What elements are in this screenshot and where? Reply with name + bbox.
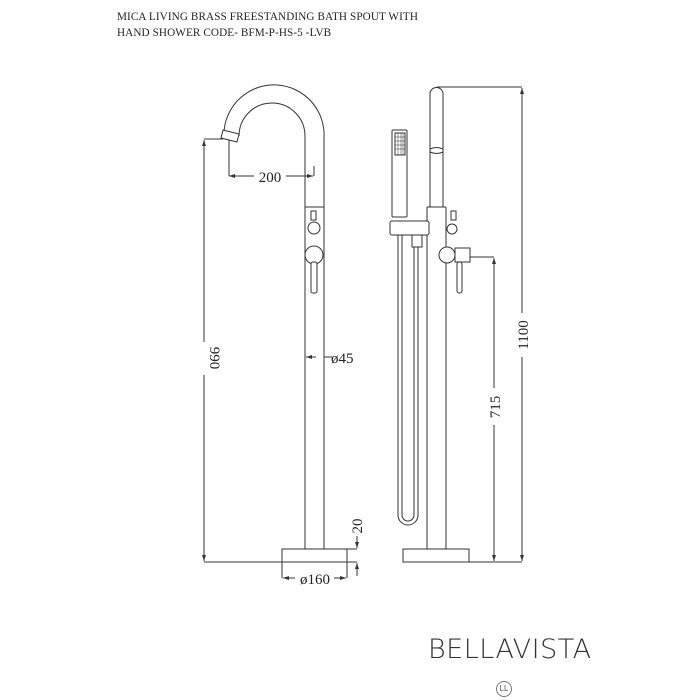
title-line-1: MICA LIVING BRASS FREESTANDING BATH SPOU… — [117, 11, 419, 23]
spout-inner — [238, 102, 306, 549]
spout-tip — [220, 129, 240, 143]
front-view: 200 990 ø45 20 ø160 — [202, 84, 366, 588]
side-mixer-body — [454, 247, 471, 263]
brand-logo: BELLAVISTA — [428, 634, 592, 665]
drawing-title: MICA LIVING BRASS FREESTANDING BATH SPOU… — [117, 9, 418, 41]
small-lever — [310, 210, 317, 221]
shower-face — [394, 132, 406, 156]
dim-spout-reach: 200 — [259, 170, 282, 186]
base-plate — [281, 548, 348, 563]
side-diverter-knob — [446, 223, 458, 235]
dim-spout-height: 990 — [206, 347, 222, 370]
dim-total-height: 1100 — [516, 320, 532, 349]
spout-outer — [223, 84, 325, 549]
side-mixer-lever — [456, 261, 463, 294]
hose — [397, 235, 419, 526]
brand-mark-icon: LL — [496, 681, 512, 697]
dim-pipe-diameter: ø45 — [331, 351, 354, 367]
side-base-plate — [402, 548, 470, 563]
side-small-lever — [450, 210, 457, 221]
shower-holder — [389, 220, 430, 236]
dim-base-height: 20 — [350, 519, 366, 534]
mixer-knob — [304, 245, 324, 265]
upper-tube — [429, 87, 444, 207]
hose-connector — [411, 234, 423, 248]
dim-base-diameter: ø160 — [300, 572, 330, 588]
side-mixer-knob — [438, 246, 456, 264]
title-line-2: HAND SHOWER CODE- BFM-P-HS-5 -LVB — [117, 27, 332, 39]
mixer-lever — [310, 261, 318, 294]
diverter-knob — [307, 221, 321, 235]
dim-handle-height: 715 — [488, 396, 504, 419]
side-view: 715 1100 — [389, 86, 532, 563]
